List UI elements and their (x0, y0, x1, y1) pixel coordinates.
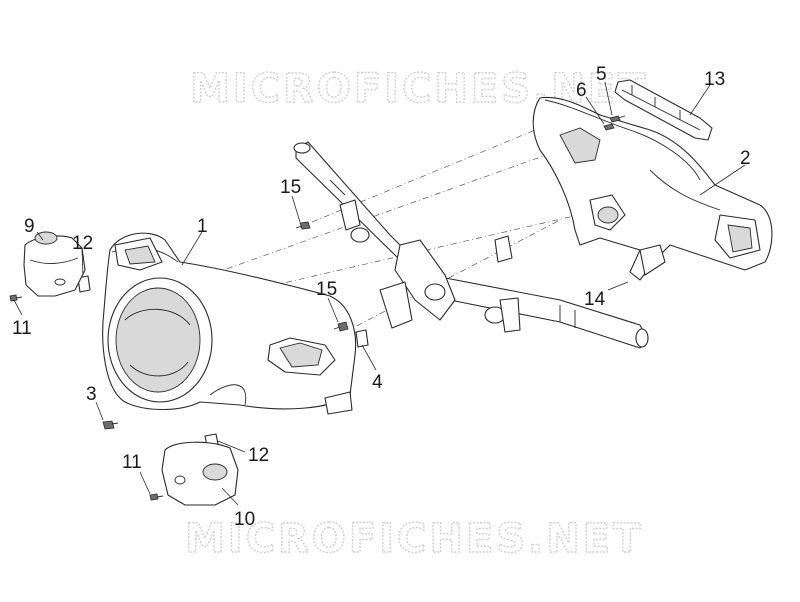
callout-4: 4 (372, 372, 383, 393)
callout-3: 3 (86, 384, 97, 405)
watermark-bottom: MICROFICHES.NET (185, 516, 643, 562)
callout-15-mid: 15 (316, 279, 337, 300)
part-1-front-handlebar-cover (102, 232, 357, 415)
callout-12-top: 12 (72, 233, 93, 254)
callout-15-top: 15 (280, 177, 301, 198)
leader-lines (13, 81, 746, 506)
part-9-cap (23, 231, 86, 297)
callout-6: 6 (576, 80, 587, 101)
callout-11-top: 11 (12, 318, 32, 339)
callout-10: 10 (234, 509, 255, 530)
callout-12-bottom: 12 (248, 445, 269, 466)
callout-13: 13 (704, 69, 725, 90)
callout-5: 5 (596, 64, 607, 85)
callout-14: 14 (584, 289, 606, 310)
handlebar-tube (293, 141, 649, 349)
part-10-cap (161, 441, 239, 506)
part-13-trim-strip (614, 79, 713, 141)
part-2-rear-handlebar-cover (532, 96, 773, 281)
callout-11-bottom: 11 (122, 452, 142, 473)
callout-2: 2 (740, 148, 751, 169)
callout-labels: 1 2 3 4 5 6 9 10 11 11 12 12 13 14 15 15 (12, 64, 751, 530)
callout-1: 1 (197, 216, 208, 237)
callout-9: 9 (24, 216, 35, 237)
